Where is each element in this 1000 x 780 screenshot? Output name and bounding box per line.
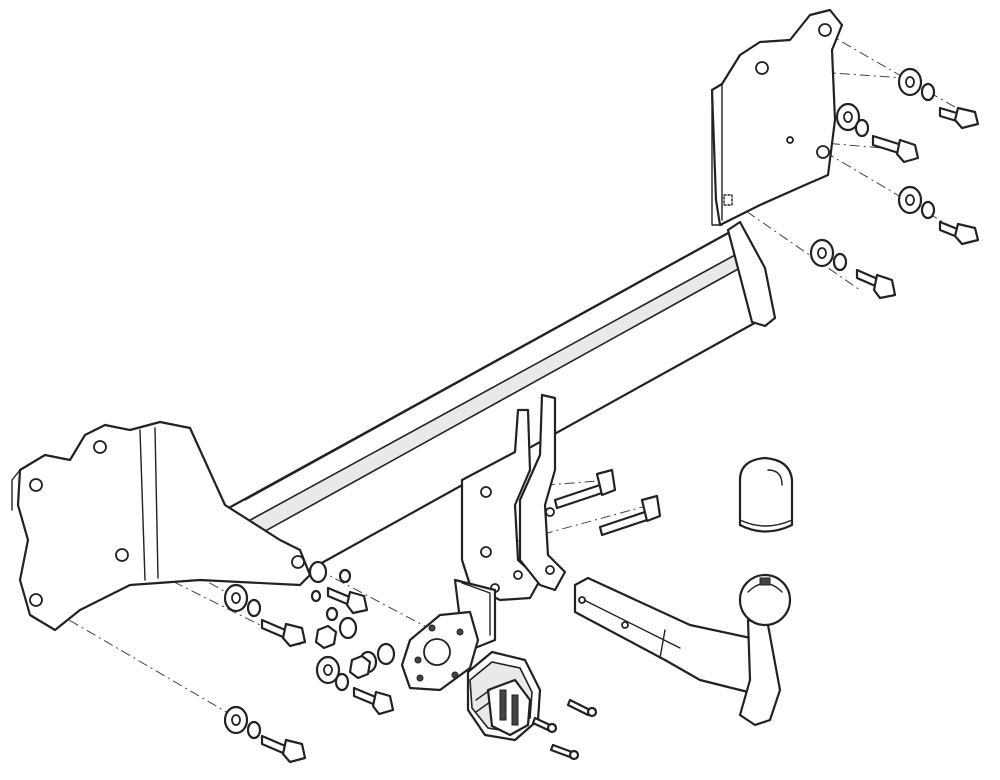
- washers: [223, 67, 936, 740]
- small-screws: [531, 698, 598, 761]
- left-mounting-bracket: [11, 420, 312, 632]
- ball-protective-cap: [738, 456, 794, 533]
- hex-bolts: [260, 106, 980, 764]
- crossbar: [223, 220, 777, 577]
- socket-mounting-plate: [400, 578, 497, 692]
- electrical-socket: [466, 650, 542, 742]
- tow-ball-neck: [573, 573, 792, 727]
- center-hitch-plate: [460, 393, 567, 602]
- right-mounting-bracket: [710, 8, 844, 227]
- hex-nuts: [310, 568, 372, 680]
